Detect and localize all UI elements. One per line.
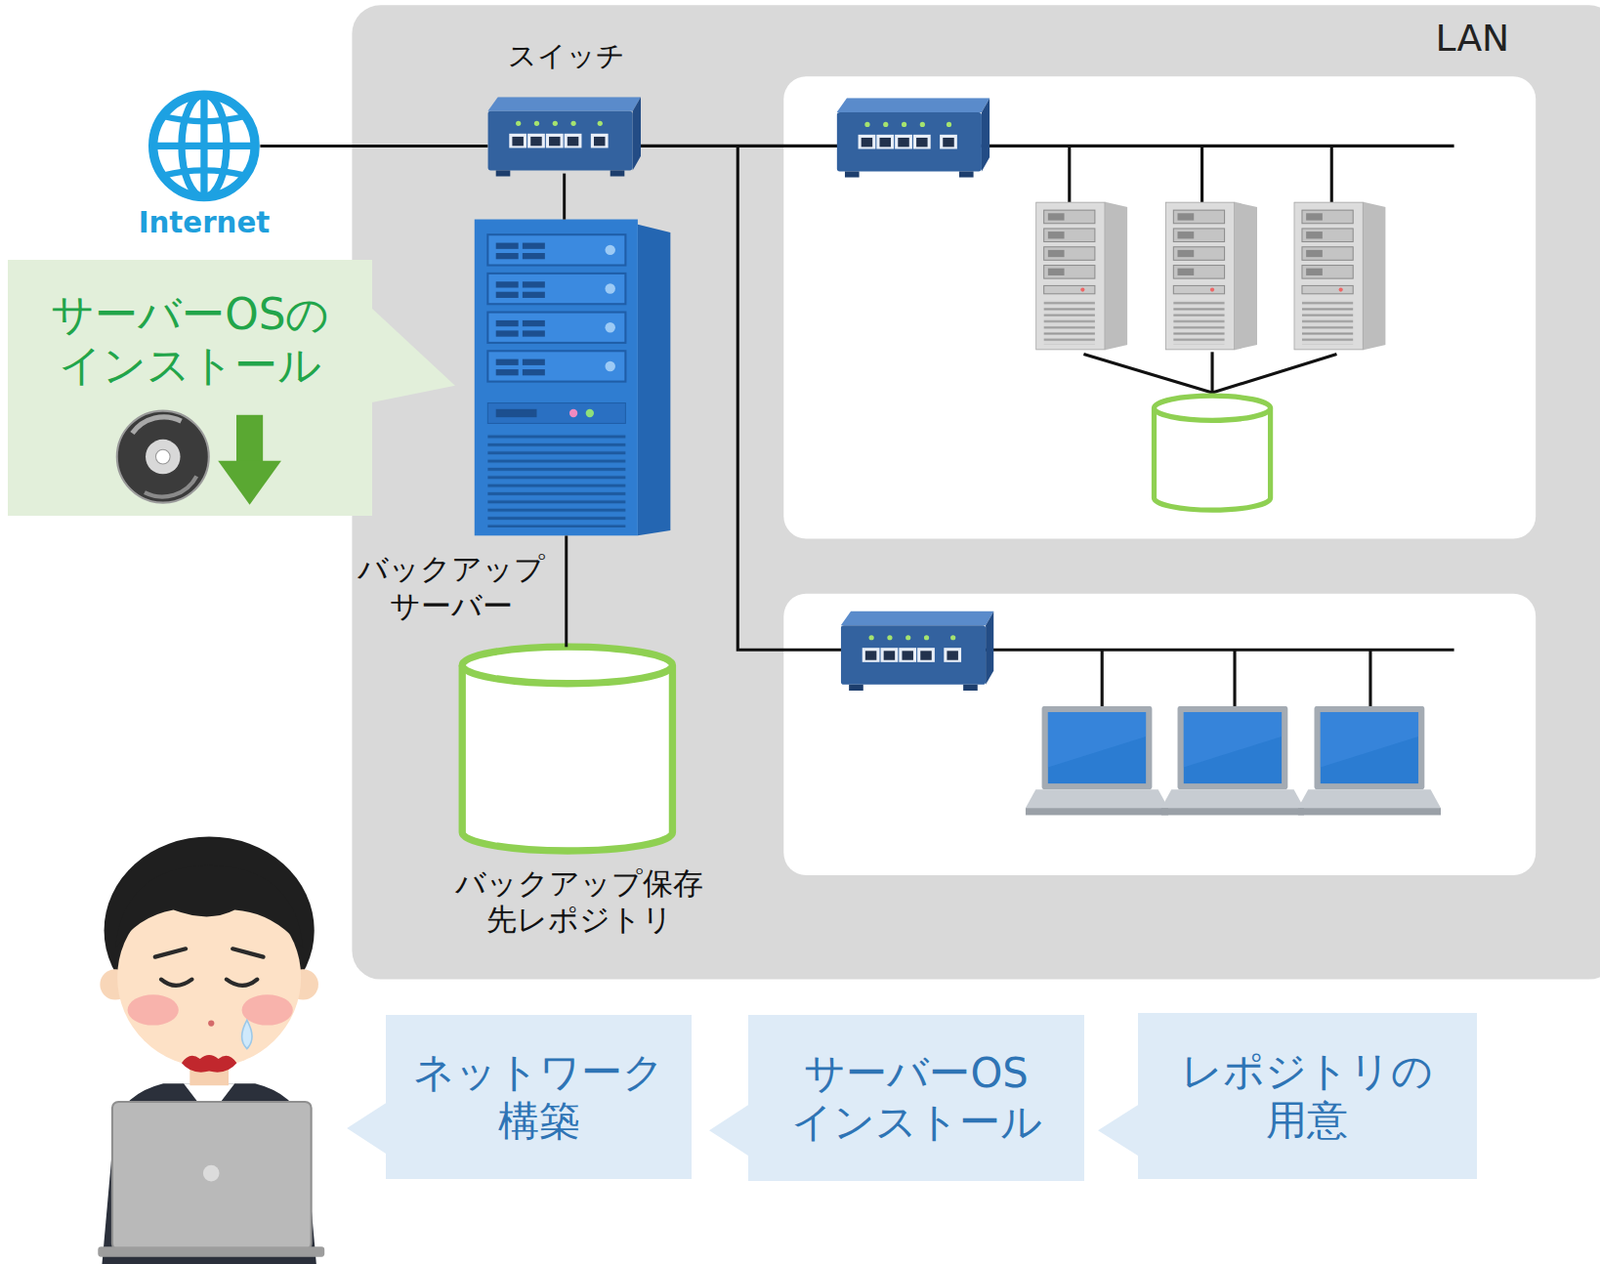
node-label: LAN: [1435, 16, 1511, 61]
callout-box: サーバーOSの インストール: [7, 259, 373, 515]
node-label: バックアップ サーバー: [357, 550, 546, 625]
node-label: バックアップ保存 先レポジトリ: [455, 865, 704, 939]
box-text: レポジトリの 用意: [1180, 1047, 1433, 1145]
network-cable: [562, 173, 566, 220]
network-switch: スイッチ: [487, 96, 641, 173]
box-text: サーバーOSの インストール: [50, 289, 330, 392]
network-cable: [564, 535, 568, 647]
internet-globe: Internet: [147, 89, 260, 203]
step-bubble: ネットワーク 構築: [385, 1014, 692, 1179]
backup-server: バックアップ サーバー: [469, 219, 664, 537]
backup-repository: バックアップ保存 先レポジトリ: [459, 646, 675, 853]
lan-region: スイッチバックアップ サーバーバックアップ保存 先レポジトリ LAN: [351, 4, 1600, 980]
box-text: ネットワーク 構築: [413, 1048, 665, 1146]
network-cable: [259, 144, 488, 148]
node-label: Internet: [138, 206, 271, 241]
step-bubble: サーバーOS インストール: [748, 1014, 1086, 1180]
box-text: サーバーOS インストール: [791, 1049, 1043, 1147]
node-label: スイッチ: [507, 39, 626, 74]
step-bubble: レポジトリの 用意: [1137, 1012, 1477, 1179]
